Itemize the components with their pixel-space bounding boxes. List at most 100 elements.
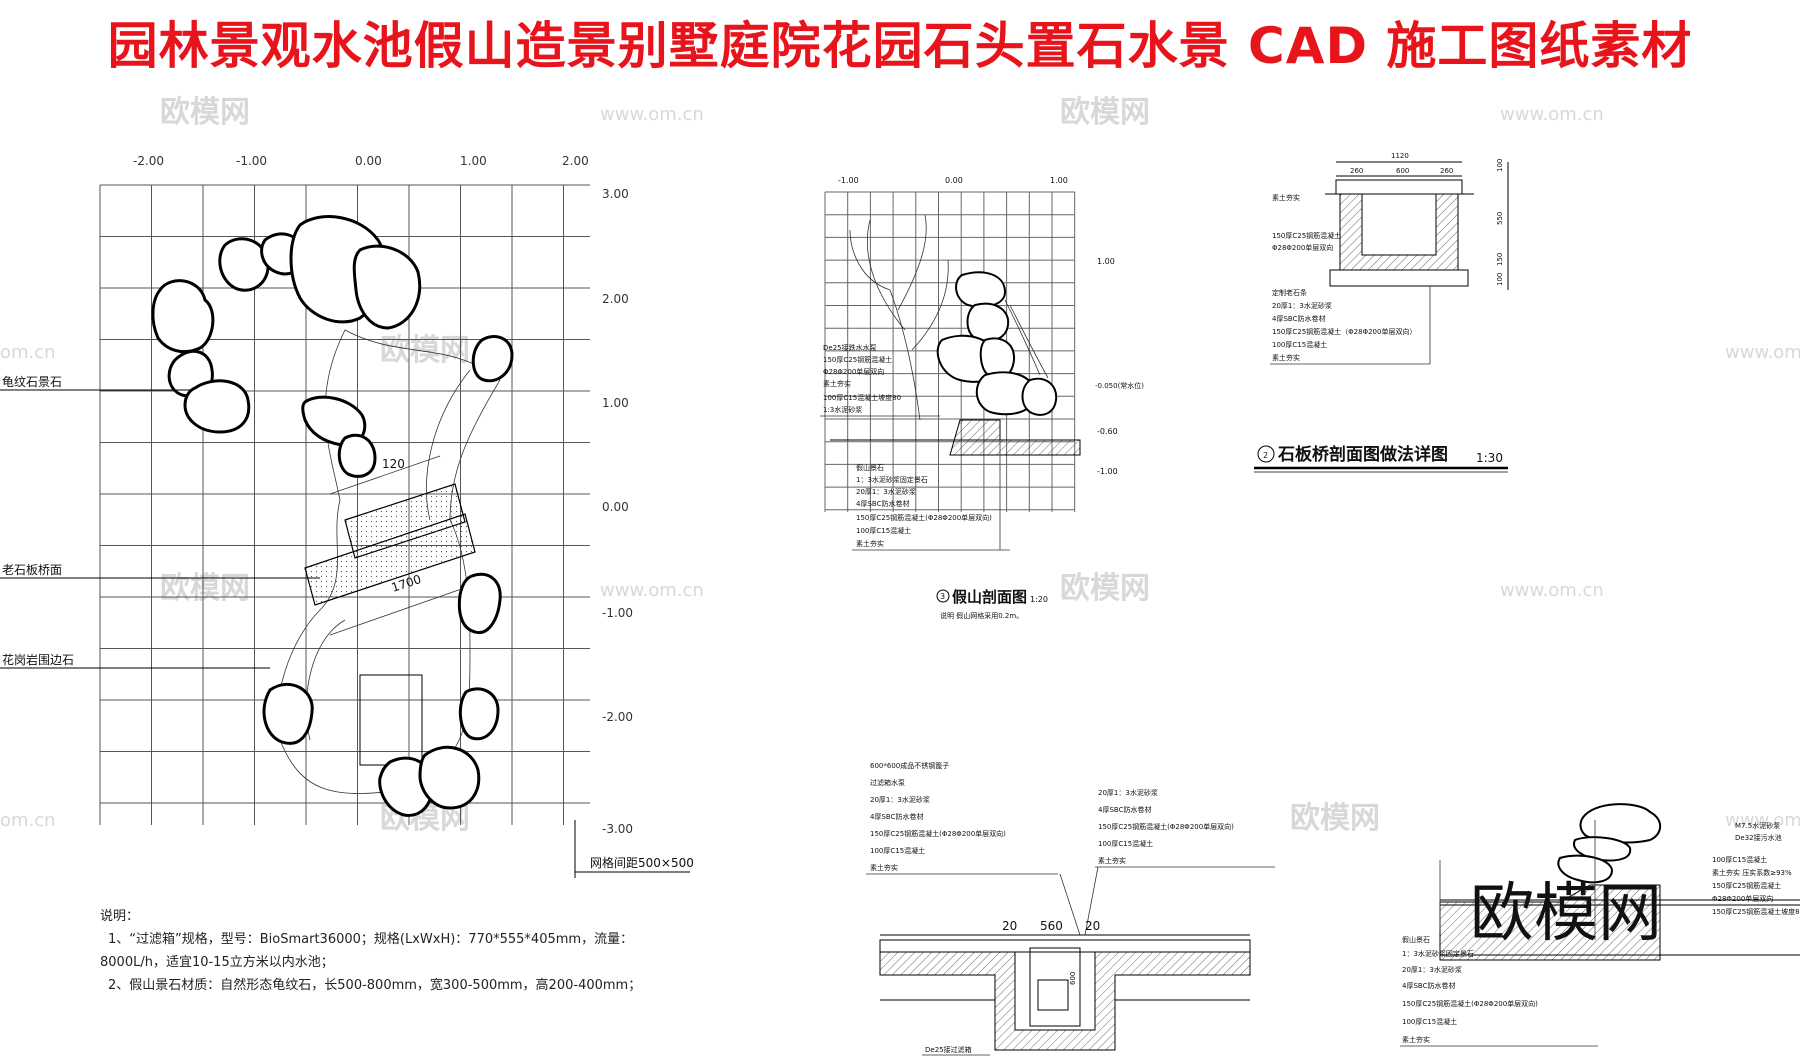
bottom-label: De25接过滤箱 [925, 1045, 972, 1054]
note-line: 1、“过滤箱”规格，型号：BioSmart36000；规格(LxWxH)：770… [108, 931, 633, 947]
watermark-url: www.om.cn [1500, 580, 1604, 601]
y-tick: -2.00 [602, 710, 633, 724]
caption-number: 3 [940, 592, 945, 601]
x-tick: 1.00 [1050, 176, 1068, 185]
layer-label: 150厚C25钢筋混凝土 [823, 355, 892, 364]
layer-label: 100厚C15混凝土坡度80 [823, 393, 901, 402]
x-tick: -1.00 [236, 154, 267, 168]
caption-scale: 1:20 [1030, 595, 1048, 604]
caption-sub: 说明 假山网格采用0.2m。 [940, 611, 1023, 620]
plan-labels: 龟纹石景石 老石板桥面 花岗岩围边石 [0, 375, 320, 669]
layer-label: De25接跌水水泵 [823, 343, 877, 352]
section4-right-labels: 20厚1：3水泥砂浆 4厚SBC防水卷材 150厚C25钢筋混凝土(Φ28Φ20… [1095, 788, 1275, 868]
watermark-brand: 欧模网 [380, 333, 470, 368]
dim-side: 100 [1496, 273, 1504, 286]
layer-label: 20厚1：3水泥砂浆 [870, 795, 930, 804]
section3-bottom-labels: 假山景石 1：3水泥砂浆固定景石 20厚1：3水泥砂浆 4厚SBC防水卷材 15… [852, 440, 1010, 551]
caption-number-circle [936, 589, 950, 603]
watermark-brand: 欧模网 [160, 571, 250, 606]
y-tick: -0.050(常水位) [1095, 381, 1144, 390]
layer-label: 20厚1：3水泥砂浆 [1098, 788, 1158, 797]
layer-label: 20厚1：3水泥砂浆 [856, 487, 916, 496]
caption-scale: 1:30 [1476, 451, 1503, 465]
bridge-section: 1120 260 600 260 100 550 150 100 素土夯实 15… [1254, 152, 1509, 473]
y-tick: 0.00 [602, 500, 629, 514]
layer-label: 20厚1：3水泥砂浆 [1402, 965, 1462, 974]
y-tick: 3.00 [602, 187, 629, 201]
layer-label: 素土夯实 [1098, 856, 1126, 865]
layer-label: 150厚C25钢筋混凝土(Φ28Φ200单层双向) [856, 513, 992, 522]
rock-edge-section: M7.5水泥砂浆 De32接污水池 100厚C15混凝土 素土夯实 压实系数≥9… [1400, 803, 1800, 1047]
layer-label: De32接污水池 [1735, 833, 1782, 842]
layer-label: 4厚SBC防水卷材 [1098, 805, 1151, 814]
x-tick: 1.00 [460, 154, 487, 168]
dim: 560 [1040, 919, 1063, 933]
layer-label: 4厚SBC防水卷材 [870, 812, 923, 821]
rock-stones [151, 215, 514, 817]
section5-right-labels: M7.5水泥砂浆 De32接污水池 100厚C15混凝土 素土夯实 压实系数≥9… [1712, 821, 1800, 916]
section3-left-labels: De25接跌水水泵 150厚C25钢筋混凝土 Φ28Φ200单层双向 素土夯实 … [820, 343, 940, 417]
dim-bridge-width: 120 [382, 457, 405, 471]
layer-label: 1：3水泥砂浆固定景石 [856, 475, 928, 484]
layer-label: 100厚C15混凝土 [1098, 839, 1153, 848]
layer-label: 4厚SBC防水卷材 [1402, 981, 1455, 990]
layer-label: 100厚C15混凝土 [1272, 340, 1327, 349]
note-line: 8000L/h，适宜10-15立方米以内水池； [100, 954, 334, 970]
watermark-brand: 欧模网 [1060, 571, 1150, 606]
y-tick: 1.00 [602, 396, 629, 410]
layer-label: 150厚C25钢筋混凝土 [1712, 881, 1781, 890]
layer-label: 过滤箱水泵 [870, 778, 905, 787]
watermark-brand: 欧模网 [1060, 95, 1150, 130]
watermark-url: www.om.cn [600, 580, 704, 601]
note-line: 2、假山景石材质：自然形态龟纹石，长500-800mm，宽300-500mm，高… [108, 977, 641, 993]
label-edge: 花岗岩围边石 [2, 652, 74, 667]
section4-left-labels: 600*600成品不锈钢篦子 过滤箱水泵 20厚1：3水泥砂浆 4厚SBC防水卷… [866, 761, 1058, 875]
big-watermark: 欧模网 [1470, 877, 1662, 951]
layer-label: 素土夯实 压实系数≥93% [1712, 868, 1792, 877]
filter-pit-section: 600*600成品不锈钢篦子 过滤箱水泵 20厚1：3水泥砂浆 4厚SBC防水卷… [866, 761, 1275, 1056]
layer-label: 素土夯实 [856, 539, 884, 548]
layer-label: 4厚SBC防水卷材 [1272, 314, 1325, 323]
layer-label: M7.5水泥砂浆 [1735, 821, 1780, 830]
layer-label: 100厚C15混凝土 [1712, 855, 1767, 864]
y-tick: -3.00 [602, 822, 633, 836]
label-bridge: 老石板桥面 [2, 563, 62, 577]
dim-top: 600 [1396, 167, 1409, 175]
stone-bridge [304, 483, 476, 606]
section3-grid [824, 191, 1076, 512]
dim: 600 [1069, 972, 1077, 985]
layer-label: 150厚C25钢筋混凝土 [1272, 231, 1341, 240]
note-line: 说明： [100, 909, 139, 924]
y-tick: -1.00 [1097, 467, 1118, 476]
watermarks: 欧模网 www.om.cn 欧模网 www.om.cn om.cn 欧模网 ww… [0, 95, 1800, 836]
layer-label: 素土夯实 [1402, 1035, 1430, 1044]
layer-label: Φ28Φ200单层双向 [1272, 243, 1333, 252]
plan-y-axis: 3.00 2.00 1.00 0.00 -1.00 -2.00 -3.00 [602, 187, 633, 836]
dim-side: 550 [1496, 212, 1504, 225]
caption-title: 假山剖面图 [952, 588, 1027, 606]
layer-label: 素土夯实 [1272, 353, 1300, 362]
watermark-brand: 欧模网 [160, 95, 250, 130]
layer-label: Φ28Φ200单层双向 [823, 367, 884, 376]
layer-label: 150厚C25钢筋混凝土（Φ28Φ200单层双向） [1272, 327, 1416, 336]
y-tick: 2.00 [602, 292, 629, 306]
grid-spacing-note: 网格间距500×500 [590, 855, 694, 870]
plan-x-axis: -2.00 -1.00 0.00 1.00 2.00 [133, 154, 589, 168]
layer-label: 4厚SBC防水卷材 [856, 499, 909, 508]
dim-side: 100 [1496, 159, 1504, 172]
section5-left-labels: 假山景石 1：3水泥砂浆固定景石 20厚1：3水泥砂浆 4厚SBC防水卷材 15… [1400, 935, 1598, 1047]
layer-label: 素土夯实 [823, 379, 851, 388]
page-title: 园林景观水池假山造景别墅庭院花园石头置石水景 CAD 施工图纸素材 [107, 17, 1693, 75]
dim: 20 [1085, 919, 1100, 933]
layer-label: 600*600成品不锈钢篦子 [870, 761, 949, 770]
dim-top: 260 [1440, 167, 1453, 175]
layer-label: 20厚1：3水泥砂浆 [1272, 301, 1332, 310]
layer-label: 素土夯实 [1272, 193, 1300, 202]
layer-label: 素土夯实 [870, 863, 898, 872]
x-tick: 0.00 [945, 176, 963, 185]
layer-label: 假山景石 [1402, 935, 1430, 944]
layer-label: 定制老石条 [1272, 288, 1307, 297]
dim-top: 260 [1350, 167, 1363, 175]
layer-label: 150厚C25钢筋混凝土(Φ28Φ200单层双向) [1402, 999, 1538, 1008]
